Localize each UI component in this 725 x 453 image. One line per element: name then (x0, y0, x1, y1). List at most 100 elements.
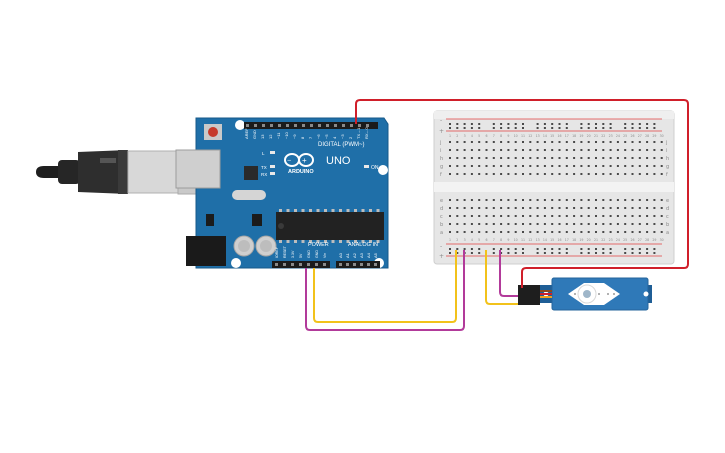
breadboard-hole[interactable] (507, 141, 510, 143)
breadboard-hole[interactable] (500, 141, 503, 143)
breadboard-hole[interactable] (536, 207, 539, 209)
breadboard-hole[interactable] (660, 231, 663, 233)
breadboard-hole[interactable] (558, 199, 561, 201)
breadboard-hole[interactable] (624, 165, 627, 167)
breadboard-hole[interactable] (595, 141, 597, 143)
breadboard-hole[interactable] (602, 199, 605, 201)
breadboard-hole[interactable] (653, 215, 656, 217)
breadboard-hole[interactable] (558, 173, 561, 175)
servo-yellow-wire[interactable] (485, 250, 518, 305)
breadboard-hole[interactable] (587, 207, 590, 209)
breadboard-hole[interactable] (616, 207, 619, 209)
breadboard-hole[interactable] (485, 165, 488, 167)
breadboard-hole[interactable] (529, 207, 532, 209)
breadboard-hole[interactable] (522, 199, 524, 201)
breadboard-hole[interactable] (514, 173, 517, 175)
header-pin[interactable] (366, 124, 369, 127)
breadboard-hole[interactable] (536, 199, 539, 201)
breadboard-hole[interactable] (646, 207, 649, 209)
header-pin[interactable] (294, 124, 297, 127)
gnd-wire[interactable] (305, 250, 465, 331)
breadboard-hole[interactable] (456, 207, 459, 209)
breadboard-hole[interactable] (478, 215, 481, 217)
breadboard-hole[interactable] (587, 165, 590, 167)
breadboard-hole[interactable] (529, 231, 532, 233)
breadboard-hole[interactable] (514, 157, 517, 159)
breadboard-hole[interactable] (660, 223, 663, 225)
breadboard-hole[interactable] (522, 173, 524, 175)
header-pin[interactable] (270, 124, 273, 127)
breadboard-hole[interactable] (624, 157, 627, 159)
breadboard-hole[interactable] (638, 231, 641, 233)
power-pin[interactable] (315, 263, 318, 266)
breadboard-hole[interactable] (463, 141, 466, 143)
wires[interactable] (305, 99, 689, 331)
breadboard-hole[interactable] (514, 207, 517, 209)
breadboard-hole[interactable] (565, 141, 568, 143)
breadboard-hole[interactable] (543, 215, 546, 217)
breadboard-hole[interactable] (609, 207, 612, 209)
5v-wire[interactable] (313, 250, 457, 323)
breadboard-hole[interactable] (609, 165, 612, 167)
breadboard-hole[interactable] (536, 157, 539, 159)
breadboard-hole[interactable] (514, 149, 517, 151)
analog-pin[interactable] (353, 263, 356, 266)
breadboard-hole[interactable] (631, 141, 634, 143)
breadboard-hole[interactable] (456, 173, 459, 175)
breadboard-hole[interactable] (638, 157, 641, 159)
breadboard-hole[interactable] (543, 173, 546, 175)
breadboard-hole[interactable] (500, 165, 503, 167)
breadboard-hole[interactable] (485, 207, 488, 209)
breadboard-hole[interactable] (536, 215, 539, 217)
breadboard-hole[interactable] (646, 149, 649, 151)
breadboard-hole[interactable] (602, 165, 605, 167)
breadboard-hole[interactable] (478, 141, 481, 143)
breadboard-hole[interactable] (507, 215, 510, 217)
breadboard-hole[interactable] (492, 141, 495, 143)
breadboard-hole[interactable] (449, 149, 451, 151)
breadboard-hole[interactable] (543, 149, 546, 151)
breadboard-hole[interactable] (500, 173, 503, 175)
breadboard-hole[interactable] (587, 149, 590, 151)
header-pin[interactable] (350, 124, 353, 127)
breadboard-hole[interactable] (631, 207, 634, 209)
header-pin[interactable] (278, 124, 281, 127)
breadboard-hole[interactable] (653, 165, 656, 167)
breadboard-hole[interactable] (492, 223, 495, 225)
breadboard-hole[interactable] (660, 149, 663, 151)
breadboard-hole[interactable] (638, 141, 641, 143)
breadboard-hole[interactable] (500, 231, 503, 233)
breadboard-hole[interactable] (529, 149, 532, 151)
breadboard-hole[interactable] (507, 173, 510, 175)
breadboard-hole[interactable] (638, 223, 641, 225)
analog-pin[interactable] (339, 263, 342, 266)
breadboard-hole[interactable] (595, 149, 597, 151)
breadboard-hole[interactable] (602, 215, 605, 217)
breadboard-hole[interactable] (551, 215, 554, 217)
breadboard-hole[interactable] (529, 223, 532, 225)
breadboard-hole[interactable] (507, 157, 510, 159)
breadboard-hole[interactable] (573, 223, 576, 225)
breadboard-hole[interactable] (449, 207, 451, 209)
breadboard-hole[interactable] (492, 215, 495, 217)
power-pin[interactable] (291, 263, 294, 266)
breadboard-hole[interactable] (558, 207, 561, 209)
breadboard-hole[interactable] (638, 199, 641, 201)
header-pin[interactable] (310, 124, 313, 127)
breadboard-hole[interactable] (565, 165, 568, 167)
breadboard-hole[interactable] (449, 141, 451, 143)
header-pin[interactable] (342, 124, 345, 127)
breadboard-hole[interactable] (492, 173, 495, 175)
breadboard-hole[interactable] (536, 173, 539, 175)
breadboard-hole[interactable] (543, 157, 546, 159)
breadboard-hole[interactable] (609, 199, 612, 201)
breadboard-hole[interactable] (558, 231, 561, 233)
breadboard-hole[interactable] (609, 141, 612, 143)
breadboard-hole[interactable] (573, 173, 576, 175)
breadboard-hole[interactable] (529, 173, 532, 175)
breadboard-hole[interactable] (536, 165, 539, 167)
breadboard-hole[interactable] (565, 149, 568, 151)
breadboard-hole[interactable] (485, 173, 488, 175)
breadboard-hole[interactable] (638, 173, 641, 175)
